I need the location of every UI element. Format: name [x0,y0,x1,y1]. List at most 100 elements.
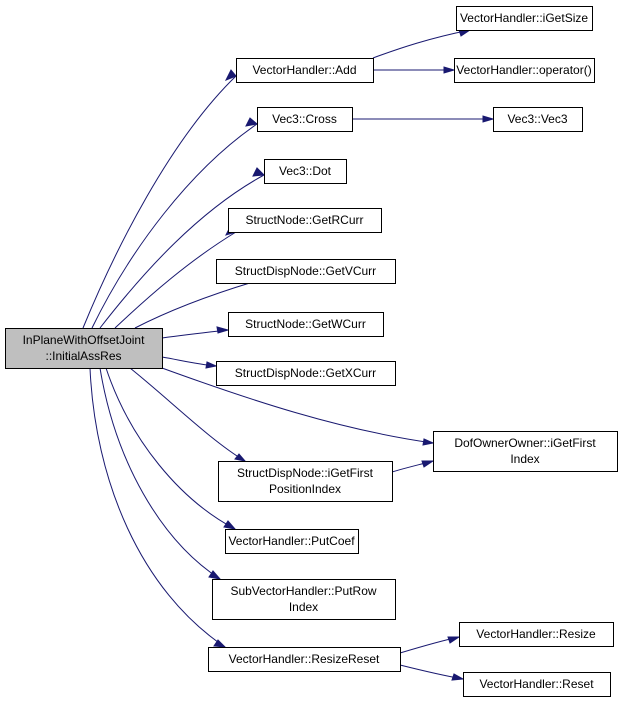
node-sn-getrcurr[interactable]: StructNode::GetRCurr [228,208,382,233]
edge-root-to-vh-putcoef [105,367,237,530]
node-box[interactable] [216,361,396,386]
node-label: StructDispNode::GetXCurr [235,366,376,380]
edge-line [372,29,471,59]
node-vh-add[interactable]: VectorHandler::Add [236,58,374,83]
arrowhead-icon [208,570,222,580]
node-label: InPlaneWithOffsetJoint [23,333,146,347]
node-box[interactable] [218,461,393,502]
arrowhead-icon [482,115,495,123]
node-sdn-getvcurr[interactable]: StructDispNode::GetVCurr [216,259,396,284]
arrowhead-icon [422,438,435,446]
node-box[interactable] [454,58,595,83]
node-sn-getwcurr[interactable]: StructNode::GetWCurr [228,312,384,337]
node-label: VectorHandler::Reset [479,677,594,691]
node-vh-igetsize[interactable]: VectorHandler::iGetSize [456,6,593,31]
edge-vh-add-to-vh-igetsize [372,29,472,59]
node-label: Vec3::Vec3 [507,112,567,126]
edge-line [89,367,226,648]
node-box[interactable] [264,159,347,184]
node-box[interactable] [216,259,396,284]
arrowhead-icon [443,66,456,74]
edge-line [161,367,434,444]
node-box[interactable] [208,647,401,672]
node-box[interactable] [433,431,618,472]
node-label: Vec3::Dot [279,164,332,178]
node-layer: InPlaneWithOffsetJoint::InitialAssResVec… [5,6,618,697]
node-label: DofOwnerOwner::iGetFirst [454,436,596,450]
node-label: StructNode::GetRCurr [245,213,363,227]
edge-vec3-cross-to-vec3-vec3 [351,115,495,123]
arrowhead-icon [213,639,227,648]
arrowhead-icon [205,361,218,369]
edge-root-to-svh-putrowindex [99,367,222,580]
node-vh-operator[interactable]: VectorHandler::operator() [454,58,595,83]
node-box[interactable] [456,6,593,31]
node-sdn-getxcurr[interactable]: StructDispNode::GetXCurr [216,361,396,386]
edge-line [99,367,221,580]
edge-root-to-vec3-cross [91,117,259,329]
node-label: VectorHandler::PutCoef [228,534,355,548]
edge-line [105,367,236,530]
edge-line [114,231,237,329]
arrowhead-icon [216,326,230,334]
edge-sdn-igetfirstpositionindex-to-doo-igetfirstindex [391,460,435,473]
node-box[interactable] [228,312,384,337]
node-box[interactable] [257,107,353,132]
edge-line [134,281,254,329]
edge-root-to-vec3-dot [99,167,266,329]
arrowhead-icon [451,673,465,681]
edge-root-to-doo-igetfirstindex [161,367,435,446]
edge-root-to-sdn-igetfirstpositionindex [129,367,247,462]
node-vh-reset[interactable]: VectorHandler::Reset [463,672,611,697]
root-node-root[interactable]: InPlaneWithOffsetJoint::InitialAssRes [5,328,163,369]
arrowhead-icon [224,69,237,81]
node-box[interactable] [212,579,396,620]
node-label: PositionIndex [269,482,341,496]
node-vh-resizereset[interactable]: VectorHandler::ResizeReset [208,647,401,672]
node-label: Vec3::Cross [272,112,337,126]
edge-vh-resizereset-to-vh-resize [399,636,461,654]
node-box[interactable] [459,622,614,647]
node-label: VectorHandler::ResizeReset [229,652,380,666]
edge-vh-resizereset-to-vh-reset [399,664,465,681]
node-label: StructDispNode::GetVCurr [235,264,376,278]
node-label: SubVectorHandler::PutRow [230,584,376,598]
edge-vh-add-to-vh-operator [373,66,456,74]
node-label: StructNode::GetWCurr [245,317,366,331]
node-label: VectorHandler::Add [252,63,356,77]
node-label: Index [289,600,318,614]
edge-root-to-sn-getwcurr [161,326,230,339]
node-box[interactable] [5,328,163,369]
arrowhead-icon [234,453,247,462]
node-box[interactable] [463,672,611,697]
node-vh-putcoef[interactable]: VectorHandler::PutCoef [225,529,359,554]
node-box[interactable] [493,107,583,132]
node-vec3-cross[interactable]: Vec3::Cross [257,107,353,132]
edge-root-to-vh-add [82,69,237,329]
edge-line [82,75,237,329]
arrowhead-icon [252,167,266,177]
node-vec3-vec3[interactable]: Vec3::Vec3 [493,107,583,132]
node-vh-resize[interactable]: VectorHandler::Resize [459,622,614,647]
node-box[interactable] [228,208,382,233]
arrowhead-icon [447,636,461,644]
node-label: Index [510,452,539,466]
node-label: VectorHandler::Resize [476,627,596,641]
edge-line [129,367,246,462]
node-box[interactable] [236,58,374,83]
node-label: VectorHandler::operator() [456,63,591,77]
node-box[interactable] [225,529,359,554]
arrowhead-icon [245,117,259,127]
edge-root-to-vh-resizereset [89,367,227,648]
node-vec3-dot[interactable]: Vec3::Dot [264,159,347,184]
edge-line [99,174,265,329]
node-label: ::InitialAssRes [45,349,121,363]
arrowhead-icon [223,520,237,530]
node-label: VectorHandler::iGetSize [460,11,588,25]
edge-root-to-sdn-getxcurr [161,356,218,369]
arrowhead-icon [421,460,435,468]
